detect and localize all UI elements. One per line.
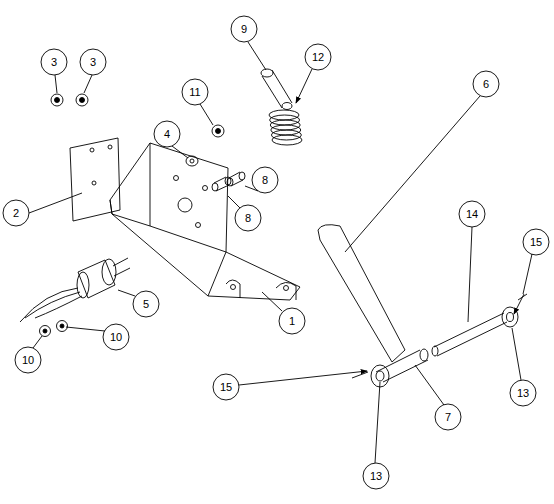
plate-part <box>70 138 120 221</box>
callout-number: 10 <box>110 331 122 343</box>
callout-number: 3 <box>90 56 96 68</box>
callout-number: 10 <box>22 354 34 366</box>
callout-number: 6 <box>483 78 489 90</box>
callout-number: 15 <box>220 381 232 393</box>
callout-number: 12 <box>312 51 324 63</box>
callout-number: 5 <box>143 298 149 310</box>
bracket-part <box>110 143 300 300</box>
leader-lines <box>29 42 532 463</box>
callout-number: 14 <box>466 208 478 220</box>
callout-balloons <box>3 16 549 489</box>
callout-number: 15 <box>530 236 542 248</box>
spring-part <box>269 110 302 145</box>
callout-number: 3 <box>51 56 57 68</box>
nut-parts <box>40 94 225 337</box>
callout-number: 13 <box>517 387 529 399</box>
callout-number: 8 <box>245 212 251 224</box>
callout-number: 4 <box>164 128 170 140</box>
callout-number: 13 <box>370 470 382 482</box>
pedal-parts <box>318 225 527 387</box>
callout-number: 9 <box>241 23 247 35</box>
callout-number: 2 <box>13 207 19 219</box>
small-parts <box>186 69 292 191</box>
callout-number: 11 <box>189 86 200 98</box>
callout-number: 7 <box>445 411 451 423</box>
sensor-part <box>20 258 130 322</box>
callout-number: 8 <box>262 174 268 186</box>
callout-number: 1 <box>289 315 295 327</box>
